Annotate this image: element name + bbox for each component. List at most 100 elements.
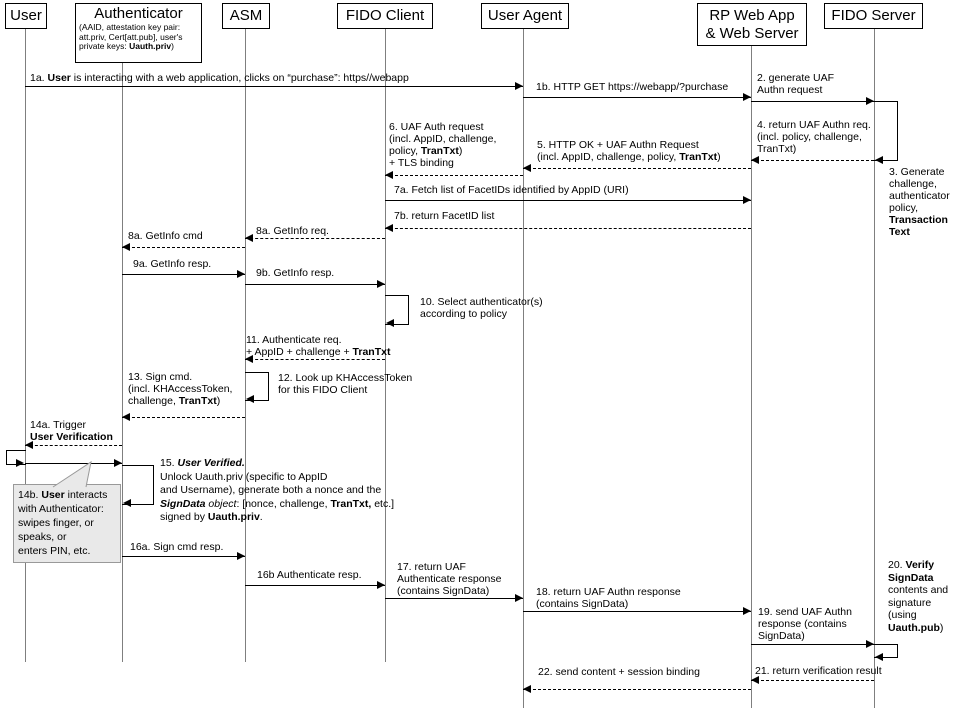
actor-label-fido-client: FIDO Client	[345, 7, 425, 24]
arrow-11-head	[245, 355, 253, 363]
message-label-13: 13. Sign cmd.(incl. KHAccessToken,challe…	[128, 371, 233, 407]
self-loop-12-bracket	[245, 372, 269, 401]
actor-label-user-agent: User Agent	[487, 7, 563, 24]
arrow-7a-head	[743, 196, 751, 204]
message-label-9a: 9a. GetInfo resp.	[133, 258, 212, 270]
arrow-18-line	[523, 611, 751, 612]
message-label-8a-req: 8a. GetInfo req.	[256, 225, 329, 237]
self-loop-12-head	[246, 395, 254, 403]
self-loop-user-head	[16, 459, 24, 467]
arrow-16b-head	[377, 581, 385, 589]
arrow-21-head	[751, 676, 759, 684]
arrow-17-line	[385, 598, 523, 599]
arrow-9a-line	[122, 274, 245, 275]
self-loop-10-bracket	[385, 295, 409, 325]
actor-box-user-agent: User Agent	[481, 3, 569, 29]
actor-label-user: User	[10, 7, 42, 24]
actor-box-asm: ASM	[222, 3, 270, 29]
message-label-6: 6. UAF Auth request(incl. AppID, challen…	[389, 121, 497, 169]
actor-label-fido-server: FIDO Server	[831, 7, 916, 24]
arrow-21-line	[751, 680, 874, 681]
message-label-22: 22. send content + session binding	[538, 666, 700, 678]
arrow-22-head	[523, 685, 531, 693]
arrow-8a-req-line	[245, 238, 385, 239]
actor-box-rp-web-app: RP Web App& Web Server	[697, 3, 807, 46]
actor-box-user: User	[5, 3, 47, 29]
self-loop-15-head	[123, 499, 131, 507]
message-label-5: 5. HTTP OK + UAF Authn Request(incl. App…	[537, 139, 721, 163]
lifeline-authenticator	[122, 61, 123, 662]
arrow-18-head	[743, 607, 751, 615]
lifeline-fido-server	[874, 27, 875, 708]
message-label-8a-cmd: 8a. GetInfo cmd	[128, 230, 203, 242]
self-loop-3-bracket	[874, 101, 898, 161]
actor-label-rp-web-app: RP Web App& Web Server	[705, 6, 799, 42]
arrow-7a-line	[385, 200, 751, 201]
self-loop-20-head	[875, 653, 883, 661]
arrow-14a-line	[25, 445, 122, 446]
arrow-2-line	[751, 101, 897, 102]
arrow-16a-head	[237, 552, 245, 560]
arrow-9b-line	[245, 284, 385, 285]
arrow-7b-head	[385, 224, 393, 232]
arrow-9b-head	[377, 280, 385, 288]
arrow-8a-cmd-head	[122, 243, 130, 251]
arrow-7b-line	[385, 228, 751, 229]
actor-sublabel-authenticator: (AAID, attestation key pair:att.priv, Ce…	[79, 22, 183, 51]
arrow-1b-head	[743, 93, 751, 101]
message-label-1a: 1a. User is interacting with a web appli…	[30, 72, 409, 84]
message-label-7a: 7a. Fetch list of FacetIDs identified by…	[394, 184, 629, 196]
actor-label-authenticator: Authenticator	[94, 5, 183, 22]
actor-label-asm: ASM	[229, 7, 263, 24]
self-loop-15-bracket	[122, 465, 154, 505]
message-label-16a: 16a. Sign cmd resp.	[130, 541, 224, 553]
message-label-16b: 16b Authenticate resp.	[257, 569, 362, 581]
message-label-7b: 7b. return FacetID list	[394, 210, 495, 222]
arrow-1a-head	[515, 82, 523, 90]
lifeline-fido-client	[385, 27, 386, 662]
arrow-4-head	[751, 156, 759, 164]
arrow-14b-head	[114, 459, 122, 467]
self-loop-20-bracket	[874, 644, 898, 658]
arrow-13-line	[122, 417, 245, 418]
note-label-10: 10. Select authenticator(s)according to …	[420, 296, 543, 320]
lifeline-asm	[245, 27, 246, 662]
arrow-4-line	[751, 160, 874, 161]
message-label-18: 18. return UAF Authn response(contains S…	[536, 586, 681, 610]
arrow-16b-line	[245, 585, 385, 586]
message-label-21: 21. return verification result	[755, 665, 882, 677]
arrow-13-head	[122, 413, 130, 421]
actor-box-fido-server: FIDO Server	[824, 3, 923, 29]
arrow-2-head	[866, 97, 874, 105]
arrow-1a-line	[25, 86, 523, 87]
self-loop-10-head	[386, 319, 394, 327]
self-loop-3-head	[875, 156, 883, 164]
note-label-15: 15. User Verified.Unlock Uauth.priv (spe…	[160, 457, 395, 523]
message-label-1b: 1b. HTTP GET https://webapp/?purchase	[536, 81, 729, 93]
arrow-16a-line	[122, 556, 245, 557]
arrow-1b-line	[523, 97, 751, 98]
arrow-5-head	[523, 164, 531, 172]
arrow-22-line	[523, 689, 751, 690]
actor-box-fido-client: FIDO Client	[337, 3, 433, 29]
arrow-6-head	[385, 171, 393, 179]
actor-box-authenticator: Authenticator (AAID, attestation key pai…	[75, 3, 202, 63]
arrow-14a-head	[25, 441, 33, 449]
arrow-5-line	[523, 168, 751, 169]
arrow-6-line	[385, 175, 523, 176]
lifeline-user	[25, 27, 26, 662]
lifeline-rp-web-app	[751, 44, 752, 708]
arrow-11-line	[245, 359, 385, 360]
arrow-17-head	[515, 594, 523, 602]
message-label-4: 4. return UAF Authn req.(incl. policy, c…	[757, 119, 871, 155]
arrow-14b-line	[25, 463, 122, 464]
note-14b-pointer	[52, 460, 92, 488]
message-label-11: 11. Authenticate req.+ AppID + challenge…	[246, 334, 391, 358]
arrow-8a-req-head	[245, 234, 253, 242]
message-label-9b: 9b. GetInfo resp.	[256, 267, 335, 279]
